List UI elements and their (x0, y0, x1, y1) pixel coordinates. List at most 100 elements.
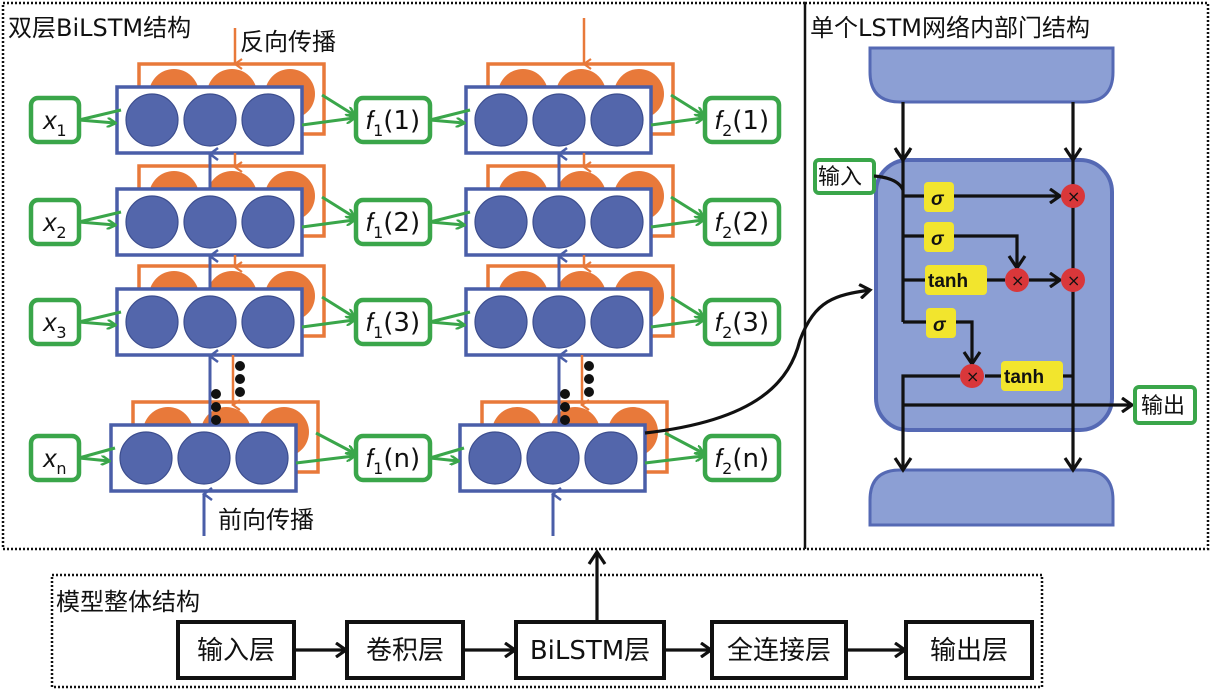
input-x-1-symbol: x (41, 105, 57, 135)
ellipsis-dot (584, 361, 594, 371)
input-arrow (429, 458, 458, 461)
layer2-output-3-symbol: f (715, 307, 725, 337)
backward-output-arrow (670, 93, 703, 115)
bilstm-grid: x1x2x3xnf1(1)f1(2)f1(3)f1(n)f2(1)f2(2)f2… (28, 18, 782, 536)
layer2-output-4-argument: (n) (732, 444, 769, 474)
layer2-output-3: f2(3) (702, 297, 782, 347)
input-arrow-backward (78, 210, 122, 224)
forward-output-arrow (644, 456, 703, 465)
input-x-3-subscript: 3 (56, 323, 66, 342)
backward-output-arrow (321, 195, 354, 217)
input-arrow (429, 222, 464, 225)
forget-multiply-node (1061, 184, 1085, 208)
input-x-1-box (28, 95, 82, 145)
cell-add-node (1061, 268, 1085, 292)
backward-output-arrow (670, 295, 703, 317)
input-x-4-symbol: x (41, 443, 57, 473)
output-tanh-box (1001, 361, 1063, 391)
backward-output-arrow (321, 295, 354, 317)
input-x-3-box (28, 297, 82, 347)
layer1-output-2-argument: (2) (383, 208, 420, 238)
previous-cell-block (868, 46, 1115, 104)
backward-output-arrow (670, 195, 703, 217)
hidden-out-arrowhead (893, 457, 913, 473)
lstm-cell-section-title: 单个LSTM网络内部门结构 (810, 14, 1090, 42)
layer1-unit-1-forward-node (241, 93, 295, 147)
layer2-output-4-subscript: 2 (722, 459, 732, 478)
backward-propagation-label: 反向传播 (240, 28, 336, 56)
cell-input-label: 输入 (818, 165, 862, 190)
layer2-output-2-argument: (2) (732, 208, 769, 238)
layer2-output-2-box (702, 197, 782, 247)
layer1-output-4-label: f1(n) (366, 443, 420, 478)
cell-output-label: 输出 (1141, 394, 1185, 419)
backward-output-arrow (315, 431, 354, 453)
candidate-tanh-box (925, 265, 987, 295)
model-layer-box (176, 620, 296, 680)
input-multiply-node (1005, 268, 1029, 292)
next-cell-block (868, 468, 1115, 527)
input-x-2-subscript: 2 (56, 223, 66, 242)
layer2-output-3-argument: (3) (732, 308, 769, 338)
layer1-output-4-symbol: f (366, 443, 376, 473)
input-x-3-symbol: x (41, 307, 57, 337)
cell-add-symbol: × (1067, 271, 1080, 290)
layer1-output-1-subscript: 1 (373, 121, 383, 140)
backward-output-arrow (664, 431, 703, 453)
forward-output-arrow (650, 220, 703, 229)
layer2-output-1: f2(1) (702, 95, 782, 145)
layer1-output-2-symbol: f (366, 207, 376, 237)
layer1-output-3-box (353, 297, 433, 347)
ellipsis-dot (211, 402, 221, 412)
model-layer-1: 输入层 (176, 620, 296, 680)
model-layer-2: 卷积层 (345, 620, 465, 680)
input-arrow-backward (429, 310, 471, 324)
model-layer-label: 输出层 (930, 636, 1008, 666)
layer1-unit-1-forward-node (183, 93, 237, 147)
layer2-unit-2-forward-node (532, 195, 586, 249)
layer2-output-2: f2(2) (702, 197, 782, 247)
layer1-output-3-symbol: f (366, 307, 376, 337)
layer1-output-3-subscript: 1 (373, 323, 383, 342)
layer2-output-1-label: f2(1) (715, 105, 769, 140)
layer1-unit-2-forward-node (241, 195, 295, 249)
bilstm-section-title: 双层BiLSTM结构 (8, 14, 191, 42)
layer2-output-1-symbol: f (715, 105, 725, 135)
input-x-3: x3 (28, 297, 82, 347)
layer2-output-4: f2(n) (702, 433, 782, 483)
unit-to-cell-connector (644, 290, 870, 435)
layer2-output-1-box (702, 95, 782, 145)
layer2-output-3-label: f2(3) (715, 307, 769, 342)
input-arrow-backward (429, 210, 471, 224)
layer1-unit-4-forward-node (235, 431, 289, 485)
forward-output-arrow (301, 320, 354, 329)
cell-input-connector (873, 174, 905, 191)
forget-multiply-symbol: × (1067, 187, 1080, 206)
input-x-1-subscript: 1 (56, 121, 66, 140)
input-x-2-box (28, 197, 82, 247)
layer1-output-3-argument: (3) (383, 308, 420, 338)
layer1-output-4-argument: (n) (383, 444, 420, 474)
input-gate-box (924, 222, 954, 252)
layer1-output-1-argument: (1) (383, 106, 420, 136)
layer2-output-3-subscript: 2 (722, 323, 732, 342)
layer1-unit-2-forward-node (183, 195, 237, 249)
layer1-unit-3-forward-node (241, 295, 295, 349)
model-layer-box (345, 620, 465, 680)
layer2-unit-1-forward-node (590, 93, 644, 147)
layer1-output-2-box (353, 197, 433, 247)
layer2-output-4-symbol: f (715, 443, 725, 473)
model-section-border (50, 573, 1044, 689)
backward-output-arrow (321, 93, 354, 115)
layer1-unit-2 (115, 164, 326, 257)
ellipsis-dot (211, 389, 221, 399)
model-section-title: 模型整体结构 (56, 588, 200, 616)
input-arrow-backward (78, 310, 122, 324)
layer2-unit-1-forward-node (474, 93, 528, 147)
input-arrow (429, 322, 464, 325)
layer1-output-2-label: f1(2) (366, 207, 420, 242)
model-layer-label: 全连接层 (727, 636, 831, 666)
output-gate-sigma: σ (933, 315, 947, 336)
layer2-unit-3-forward-node (590, 295, 644, 349)
